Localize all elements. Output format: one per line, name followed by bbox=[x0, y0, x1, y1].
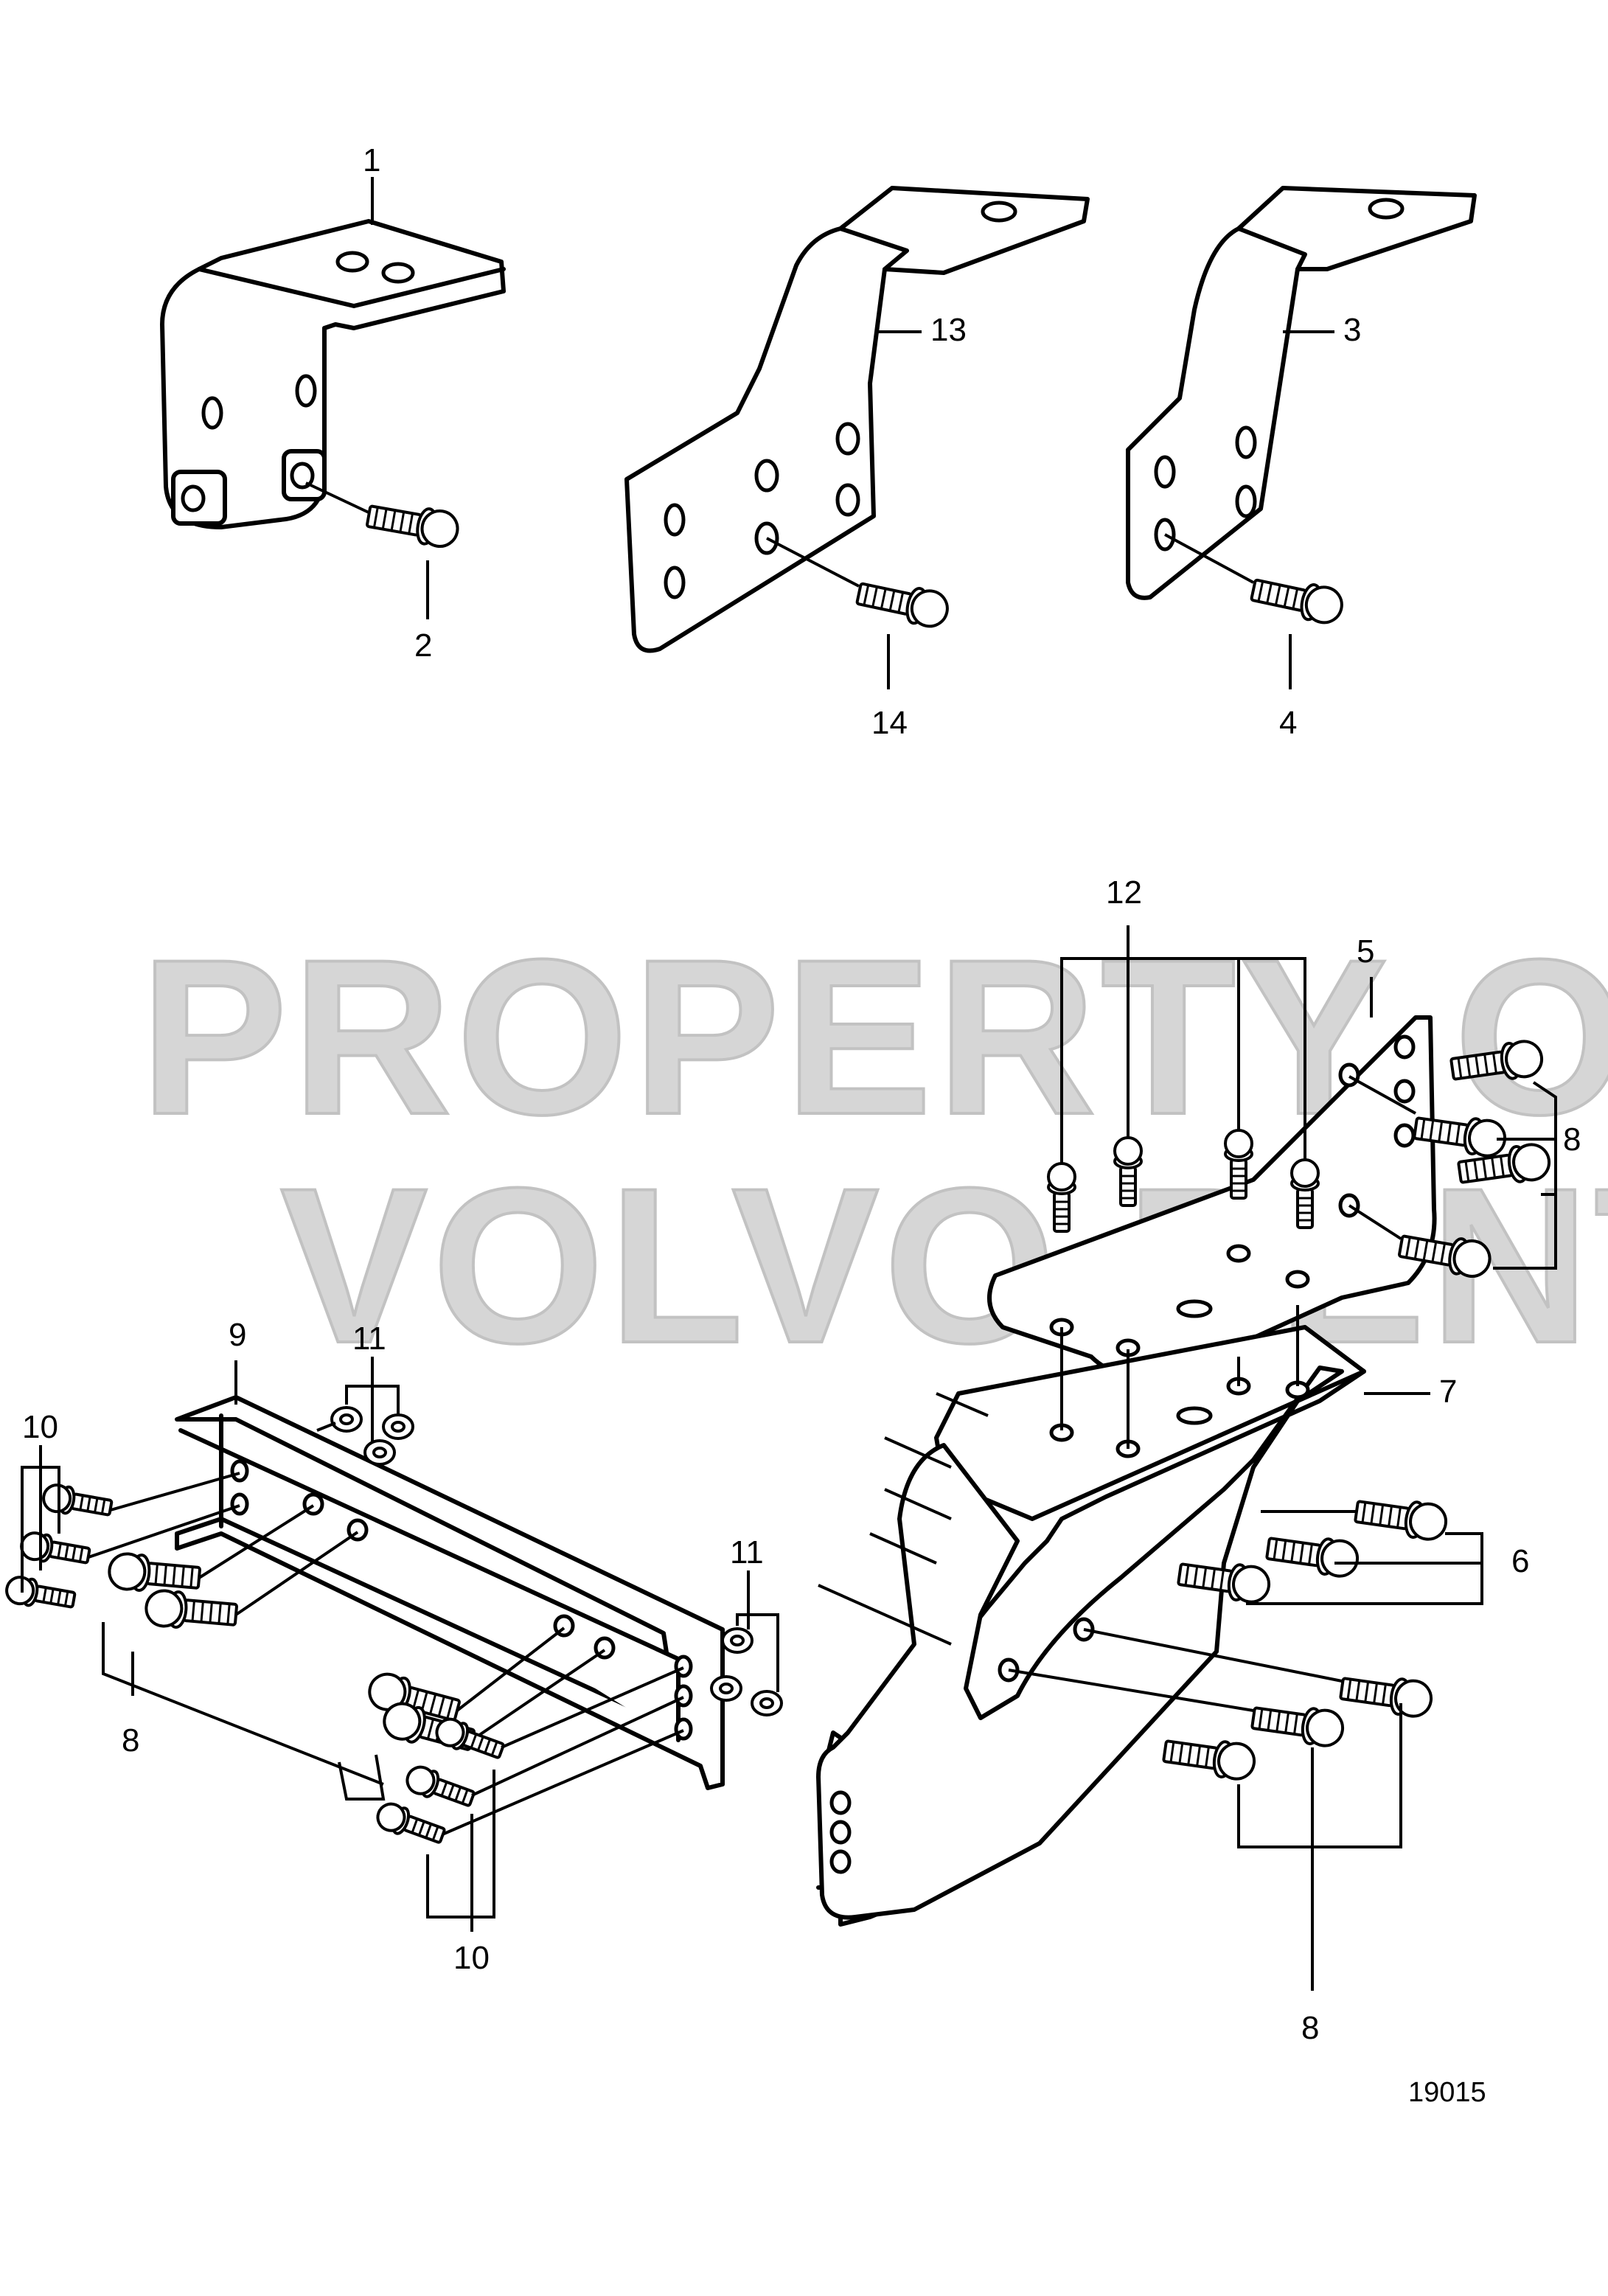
callout-11-lower: 11 bbox=[730, 1534, 764, 1570]
bracket-part-1 bbox=[160, 219, 506, 529]
callout-12: 12 bbox=[1106, 874, 1142, 911]
bolts-part-8-upper bbox=[1348, 1037, 1557, 1281]
washers-part-11-upper bbox=[316, 1357, 414, 1466]
bolts-part-12 bbox=[1047, 925, 1320, 1233]
callout-4: 4 bbox=[1279, 705, 1297, 741]
callout-8-upper: 8 bbox=[1563, 1121, 1581, 1158]
callout-1: 1 bbox=[363, 142, 380, 178]
callout-5: 5 bbox=[1357, 933, 1374, 970]
callout-7: 7 bbox=[1439, 1374, 1457, 1410]
bolt-part-4 bbox=[1164, 533, 1347, 689]
callout-11-upper: 11 bbox=[352, 1321, 386, 1357]
bolts-part-6 bbox=[1175, 1492, 1483, 1606]
bolts-part-8-left bbox=[102, 1504, 606, 1801]
bracket-part-7 bbox=[816, 1325, 1366, 1927]
watermark-line-1: PROPERTY OF bbox=[140, 913, 1608, 1161]
bracket-part-3 bbox=[1126, 186, 1477, 600]
bracket-part-13 bbox=[624, 186, 1090, 653]
callout-8-left: 8 bbox=[122, 1722, 139, 1758]
bolt-part-2 bbox=[305, 481, 462, 619]
callout-6: 6 bbox=[1511, 1543, 1529, 1579]
rail-part-9 bbox=[175, 1395, 725, 1790]
bolts-part-10-right bbox=[372, 1666, 684, 1932]
callout-14: 14 bbox=[871, 705, 908, 741]
bolt-part-14 bbox=[766, 537, 953, 689]
callout-10-right: 10 bbox=[453, 1940, 490, 1976]
figure-number: 19015 bbox=[1408, 2077, 1486, 2108]
callout-3: 3 bbox=[1343, 312, 1361, 348]
bolts-part-10-left bbox=[3, 1445, 240, 1615]
callout-10-left: 10 bbox=[22, 1409, 58, 1445]
guide-lines bbox=[818, 1305, 1299, 1646]
callout-8-lower-right: 8 bbox=[1301, 2010, 1319, 2046]
bolts-part-8-lower bbox=[1008, 1628, 1435, 1991]
callout-9: 9 bbox=[229, 1317, 246, 1353]
callout-13: 13 bbox=[930, 312, 967, 348]
washers-part-11-lower bbox=[710, 1570, 783, 1716]
callout-2: 2 bbox=[414, 627, 432, 664]
